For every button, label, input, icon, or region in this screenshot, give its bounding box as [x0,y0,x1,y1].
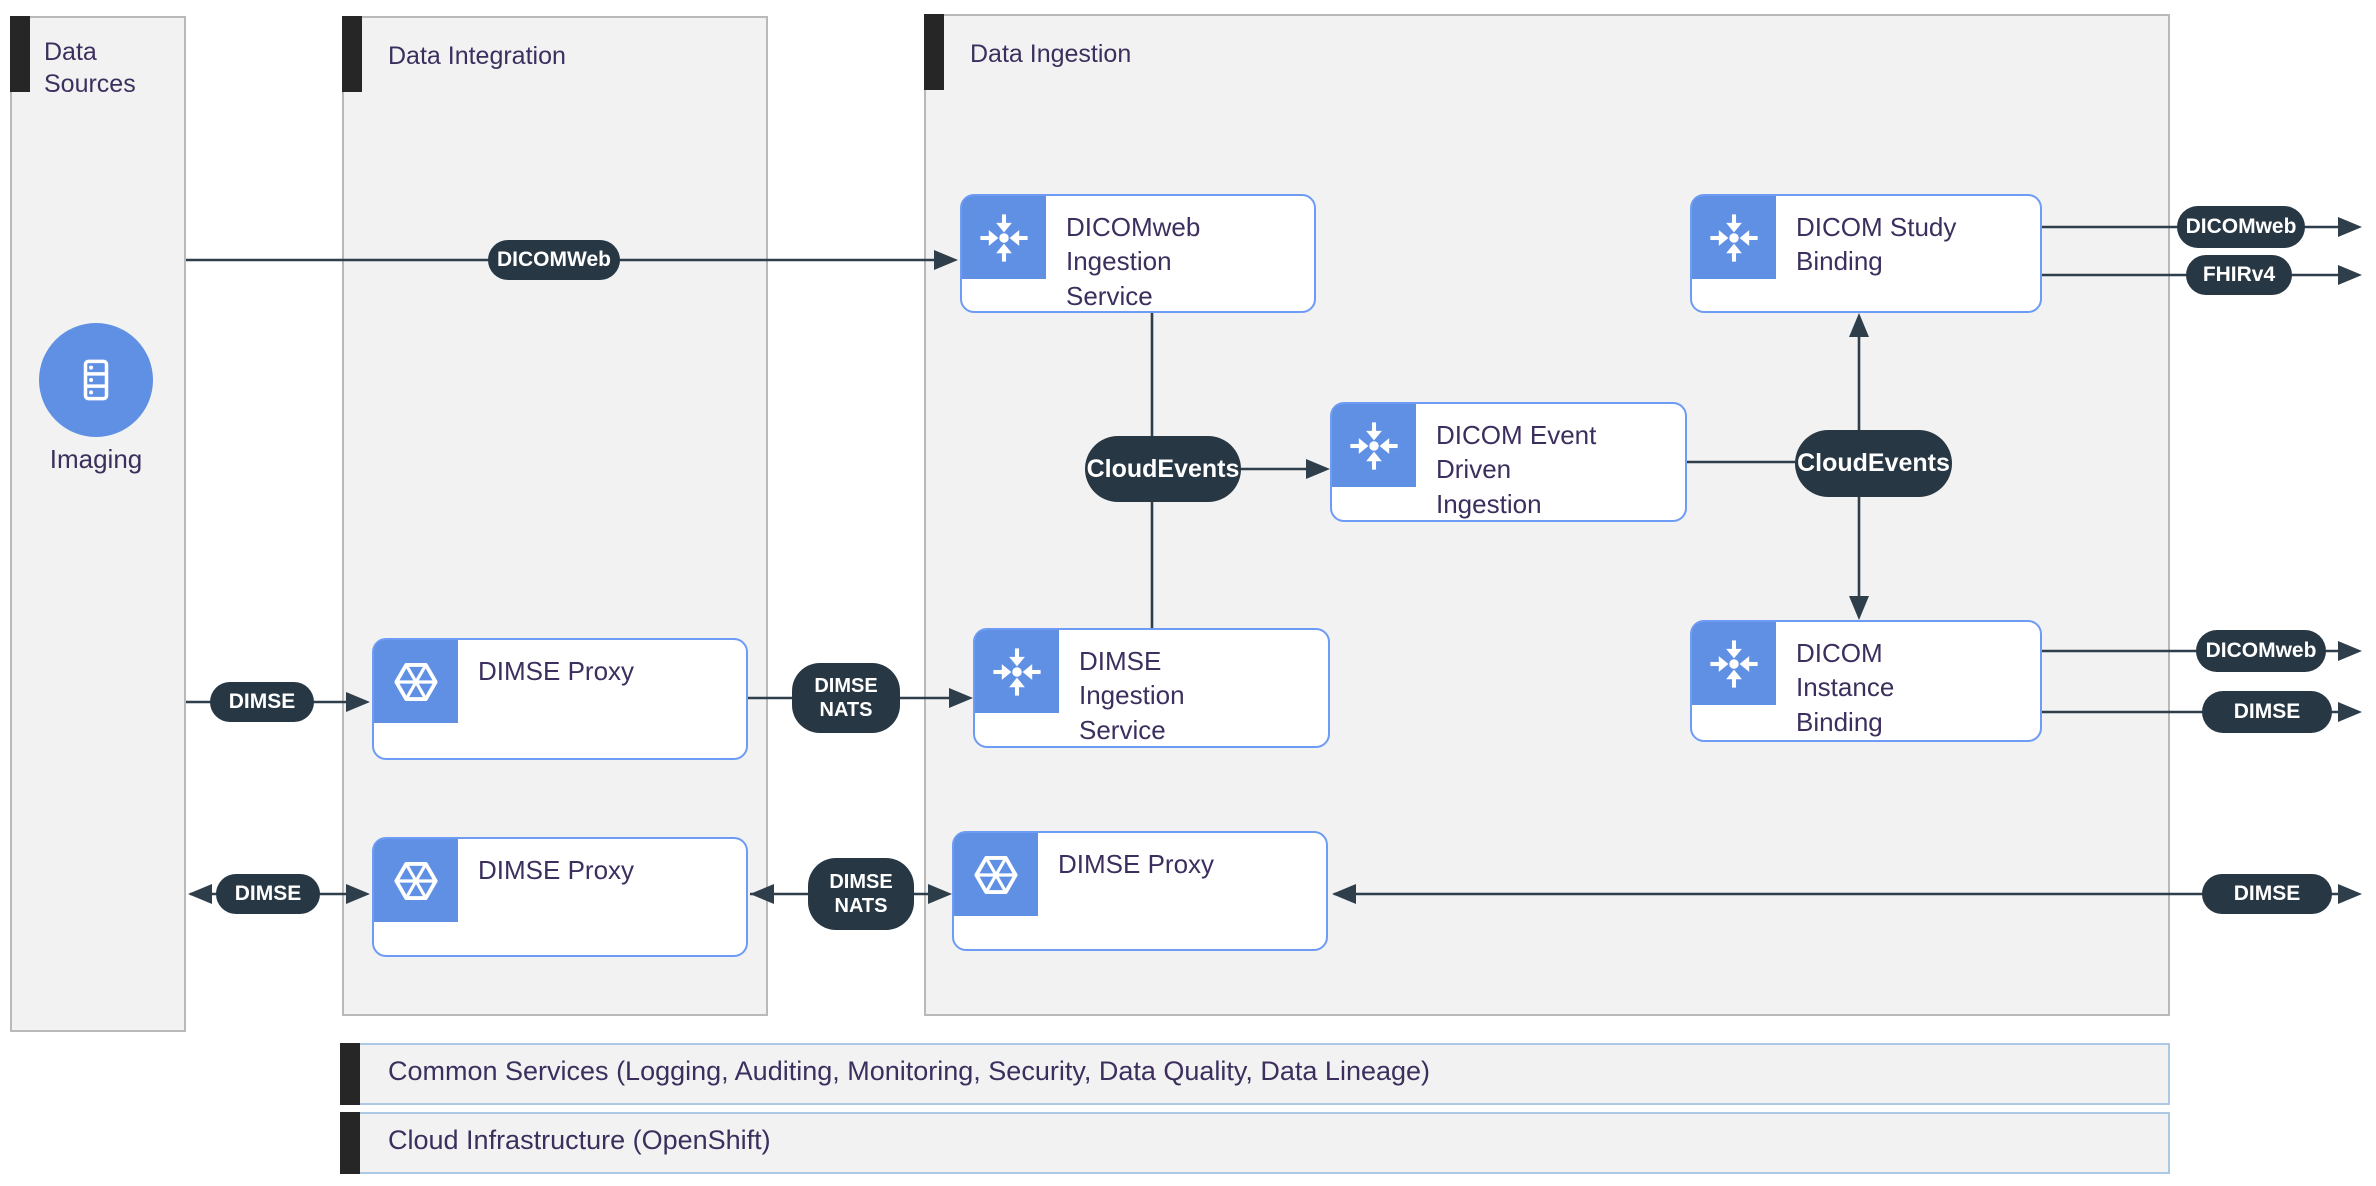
box-dimse-proxy-3: DIMSE Proxy [952,831,1328,951]
pill-dimse: DIMSE [216,874,320,914]
panel-title-data-sources: Data Sources [44,38,136,98]
pill-dimse: DIMSE [2202,691,2332,733]
box-dimse-proxy-1: DIMSE Proxy [372,638,748,760]
converge-icon [1692,622,1776,705]
box-label: DIMSE Proxy [478,855,635,885]
panel-data-sources [10,16,186,1032]
panel-title-data-ingestion: Data Ingestion [970,40,1132,68]
converge-icon [1332,404,1416,487]
converge-icon [962,196,1046,279]
imaging-label: Imaging [49,444,143,474]
imaging-node [39,323,153,437]
pill-dicomweb: DICOMweb [2196,630,2326,672]
converge-icon [975,630,1059,713]
box-dimse-proxy-2: DIMSE Proxy [372,837,748,957]
pill-dimse: DIMSE [2202,874,2332,914]
pill-cloudevents: CloudEvents [1795,430,1952,497]
box-label: DIMSE Proxy [478,656,635,686]
bar-tab [340,1043,360,1105]
pill-dicomweb: DICOMweb [2177,206,2305,248]
panel-title-data-integration: Data Integration [388,42,566,70]
bar-common-services [340,1043,2170,1105]
hexagon-icon [954,833,1038,916]
bar-label-cloud-infrastructure: Cloud Infrastructure (OpenShift) [388,1125,771,1155]
panel-tab [342,16,362,92]
bar-cloud-infrastructure [340,1112,2170,1174]
server-icon [83,359,109,401]
pill-fhirv4: FHIRv4 [2186,255,2292,295]
panel-tab [924,14,944,90]
pill-dicomweb: DICOMWeb [488,240,620,280]
bar-label-common-services: Common Services (Logging, Auditing, Moni… [388,1056,1431,1086]
pill-dimse: DIMSE [210,682,314,722]
bar-tab [340,1112,360,1174]
converge-icon [1692,196,1776,279]
hexagon-icon [374,640,458,723]
hexagon-icon [374,839,458,922]
pill-cloudevents: CloudEvents [1085,436,1241,502]
box-label: DIMSE Proxy [1058,849,1215,879]
panel-tab [10,16,30,92]
